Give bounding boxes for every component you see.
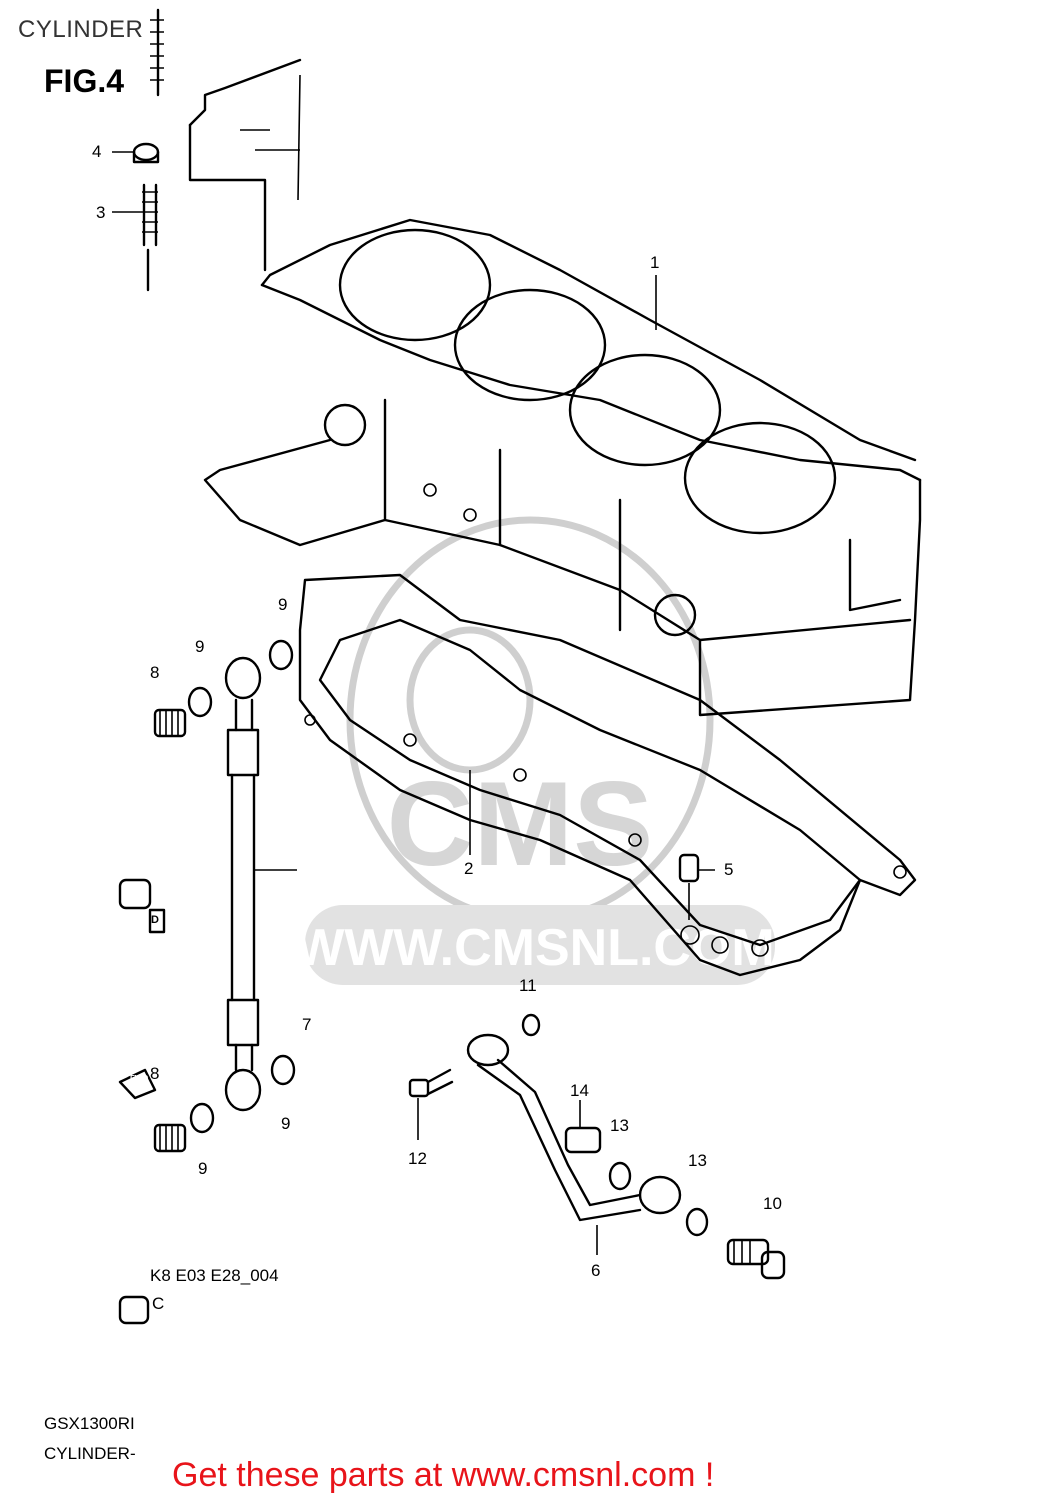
washers-part-9 xyxy=(187,639,296,1134)
figure-label: FIG.4 xyxy=(44,63,125,99)
callout-5: 5 xyxy=(724,860,734,879)
small-parts-right xyxy=(521,1013,786,1280)
callout-14: 14 xyxy=(570,1081,589,1100)
callout-6: 6 xyxy=(591,1261,601,1280)
stud-part-3 xyxy=(142,8,164,292)
watermark-brand: CMS xyxy=(387,757,654,891)
callout-2: 2 xyxy=(464,859,474,878)
nut-part-4 xyxy=(132,142,160,164)
plug-bolts-left xyxy=(118,878,166,1325)
callout-9: 9 xyxy=(278,595,288,614)
callout-9: 9 xyxy=(198,1159,208,1178)
callout-9: 9 xyxy=(195,637,205,656)
oil-pipe-part-6 xyxy=(466,1033,682,1255)
cylinder-block-part-1 xyxy=(188,58,922,717)
callout-8: 8 xyxy=(150,663,160,682)
callout-10: 10 xyxy=(763,1194,782,1213)
dowel-pin-part-5 xyxy=(678,853,700,920)
callout-1: 1 xyxy=(650,253,660,272)
callout-9: 9 xyxy=(281,1114,291,1133)
page-title: CYLINDER xyxy=(18,16,144,43)
callout-12: 12 xyxy=(408,1149,427,1168)
code-c-label: C xyxy=(152,1294,165,1313)
code-d-label: D xyxy=(151,914,159,926)
callout-7: 7 xyxy=(302,1015,312,1034)
fwd-arrow-label: FWD xyxy=(130,1074,149,1083)
gasket-part-2 xyxy=(298,573,917,977)
callout-11: 11 xyxy=(519,976,537,995)
bolt-part-12 xyxy=(408,1068,454,1140)
oil-hose-part-7 xyxy=(224,656,297,1112)
cta-link[interactable]: Get these parts at www.cmsnl.com ! xyxy=(172,1456,715,1494)
callout-4: 4 xyxy=(92,142,102,161)
callout-3: 3 xyxy=(96,203,106,222)
watermark-logo: CMS WWW.CMSNL.COM xyxy=(295,516,775,985)
union-bolts-part-8 xyxy=(153,708,187,1153)
watermark-url: WWW.CMSNL.COM xyxy=(295,919,774,977)
model-code: GSX1300RI xyxy=(44,1414,135,1433)
diagram-title: CYLINDER- xyxy=(44,1444,136,1463)
leader-lines xyxy=(112,151,715,871)
callout-8: 8 xyxy=(150,1064,160,1083)
callout-13: 13 xyxy=(688,1151,707,1170)
callout-13: 13 xyxy=(610,1116,629,1135)
diagram-code: K8 E03 E28_004 xyxy=(150,1266,279,1285)
